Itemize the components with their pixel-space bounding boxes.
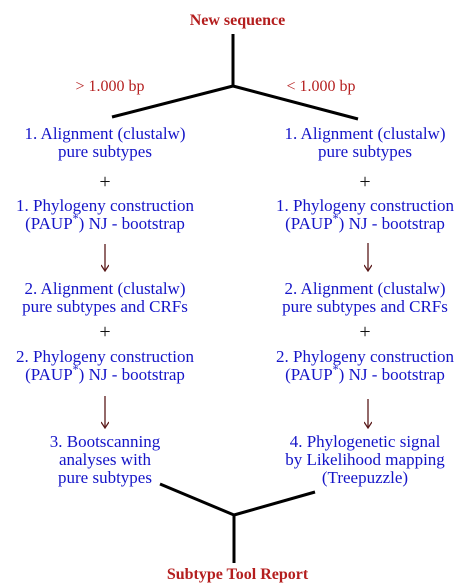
top-left-branch xyxy=(111,84,234,119)
footer-title: Subtype Tool Report xyxy=(166,566,309,583)
right-step1-alignment: 1. Alignment (clustalw) pure subtypes xyxy=(284,124,446,161)
bottom-left-branch xyxy=(159,482,235,517)
right-step4-likelihood-mapping: 4. Phylogenetic signal by Likelihood map… xyxy=(285,432,445,487)
right-step2-alignment: 2. Alignment (clustalw) pure subtypes an… xyxy=(282,279,448,316)
branch-label-left: > 1.000 bp xyxy=(75,78,145,95)
left-plus-2: + xyxy=(99,321,111,343)
left-step2-phylogeny: 2. Phylogeny construction (PAUP*) NJ - b… xyxy=(15,347,194,384)
left-step1-phylogeny: 1. Phylogeny construction (PAUP*) NJ - b… xyxy=(15,196,194,233)
right-step1-phylogeny: 1. Phylogeny construction (PAUP*) NJ - b… xyxy=(275,196,454,233)
right-plus-1: + xyxy=(359,171,371,193)
right-step2-phylogeny: 2. Phylogeny construction (PAUP*) NJ - b… xyxy=(275,347,454,384)
branch-label-right: < 1.000 bp xyxy=(286,78,356,95)
right-plus-2: + xyxy=(359,321,371,343)
bottom-right-branch xyxy=(233,490,316,517)
left-plus-1: + xyxy=(99,171,111,193)
page-title: New sequence xyxy=(189,12,286,29)
left-step1-alignment: 1. Alignment (clustalw) pure subtypes xyxy=(24,124,186,161)
left-step2-alignment: 2. Alignment (clustalw) pure subtypes an… xyxy=(22,279,188,316)
top-right-branch xyxy=(232,84,359,121)
left-step3-bootscanning: 3. Bootscanning analyses with pure subty… xyxy=(49,432,161,487)
